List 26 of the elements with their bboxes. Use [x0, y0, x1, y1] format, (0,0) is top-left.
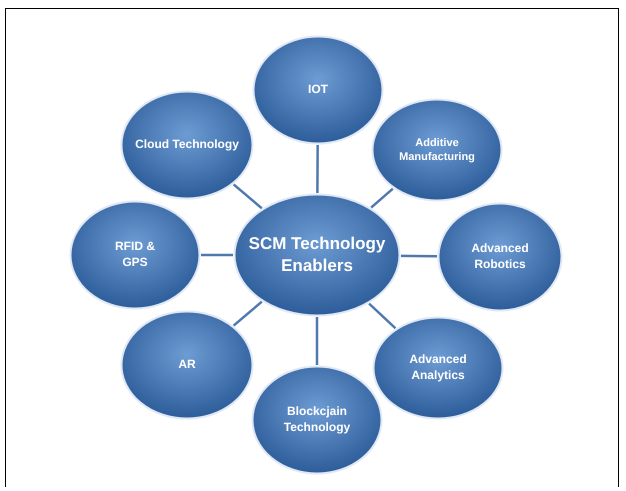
hub-ellipse	[233, 193, 401, 317]
connector-line	[400, 254, 438, 258]
node-label: SCM Technology Enablers	[248, 232, 386, 277]
node-label: Additive Manufacturing	[398, 136, 476, 164]
topic-ellipse	[120, 90, 254, 200]
topic-ellipse	[69, 200, 201, 310]
connector-line	[370, 188, 394, 209]
connector-line	[316, 317, 318, 365]
node-label: Cloud Technology	[135, 137, 239, 153]
node-label: AR	[178, 357, 196, 373]
connector-line	[368, 302, 396, 330]
connector-line	[201, 254, 233, 256]
topic-ellipse	[371, 98, 503, 202]
topic-ellipse	[252, 35, 384, 145]
topic-ellipse	[251, 365, 383, 475]
node-label: RFID & GPS	[115, 239, 155, 271]
connector-line	[232, 184, 263, 210]
node-label: IOT	[308, 82, 328, 98]
node-label: Advanced Robotics	[470, 241, 530, 273]
node-label: Blockcjain Technology	[282, 404, 352, 436]
connector-line	[316, 145, 319, 193]
topic-ellipse	[372, 316, 504, 420]
node-label: Advanced Analytics	[408, 352, 468, 384]
topic-ellipse	[120, 310, 254, 420]
connector-line	[232, 300, 263, 326]
topic-ellipse	[437, 202, 563, 312]
